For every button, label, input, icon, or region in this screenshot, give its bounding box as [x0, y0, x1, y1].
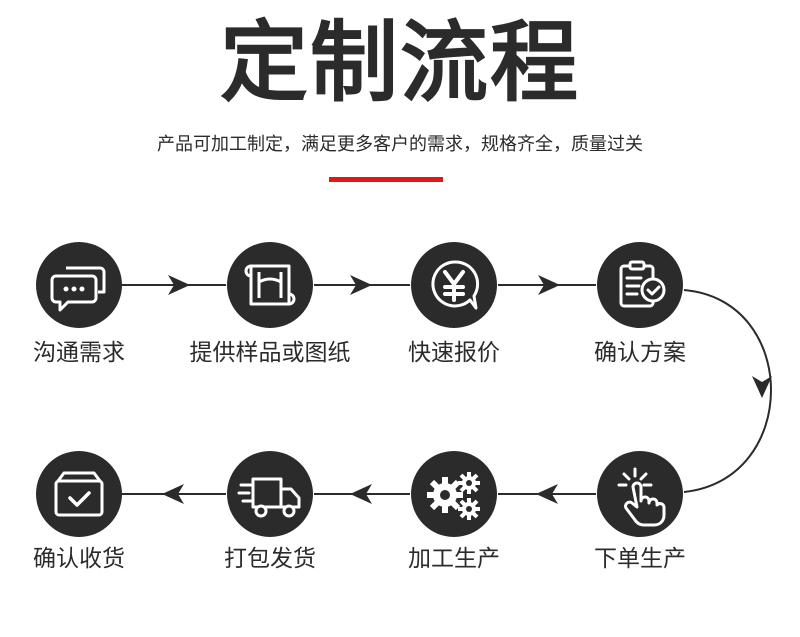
arrow-right-icon: [168, 275, 190, 295]
blueprint-scroll-icon: [244, 264, 296, 306]
step-label-8: 确认收货: [33, 546, 125, 572]
step-node-7: [227, 451, 313, 537]
step-label-1: 沟通需求: [33, 340, 125, 366]
step-node-2: [227, 242, 313, 328]
yuan-quote-icon: [431, 260, 480, 310]
arrow-left-icon: [162, 484, 184, 504]
step-label-3: 快速报价: [408, 340, 500, 366]
step-node-4: [597, 242, 683, 328]
delivery-truck-icon: [237, 477, 301, 518]
step-node-5: [597, 451, 683, 537]
gears-icon: [427, 472, 480, 520]
step-node-1: [36, 242, 122, 328]
page-subtitle: 产品可加工制定，满足更多客户的需求，规格齐全，质量过关: [157, 134, 643, 155]
clipboard-check-icon: [619, 260, 666, 308]
arrow-right-icon: [538, 275, 560, 295]
arrow-down-icon: [752, 376, 772, 398]
tap-hand-icon: [617, 467, 666, 527]
arrow-left-icon: [350, 484, 372, 504]
step-label-4: 确认方案: [594, 340, 686, 366]
arrow-right-icon: [350, 275, 372, 295]
step-label-7: 打包发货: [224, 546, 316, 572]
connector-curve: [683, 289, 772, 493]
step-label-2: 提供样品或图纸: [189, 340, 351, 366]
chat-bubbles-icon: [50, 266, 106, 312]
step-label-5: 下单生产: [594, 546, 686, 572]
page-title: 定制流程: [219, 11, 580, 114]
step-node-8: [36, 451, 122, 537]
step-label-6: 加工生产: [408, 546, 500, 572]
arrow-left-icon: [536, 484, 558, 504]
step-node-3: [411, 242, 497, 328]
step-node-6: [411, 451, 497, 537]
accent-divider: [329, 177, 443, 182]
received-box-icon: [54, 471, 104, 517]
